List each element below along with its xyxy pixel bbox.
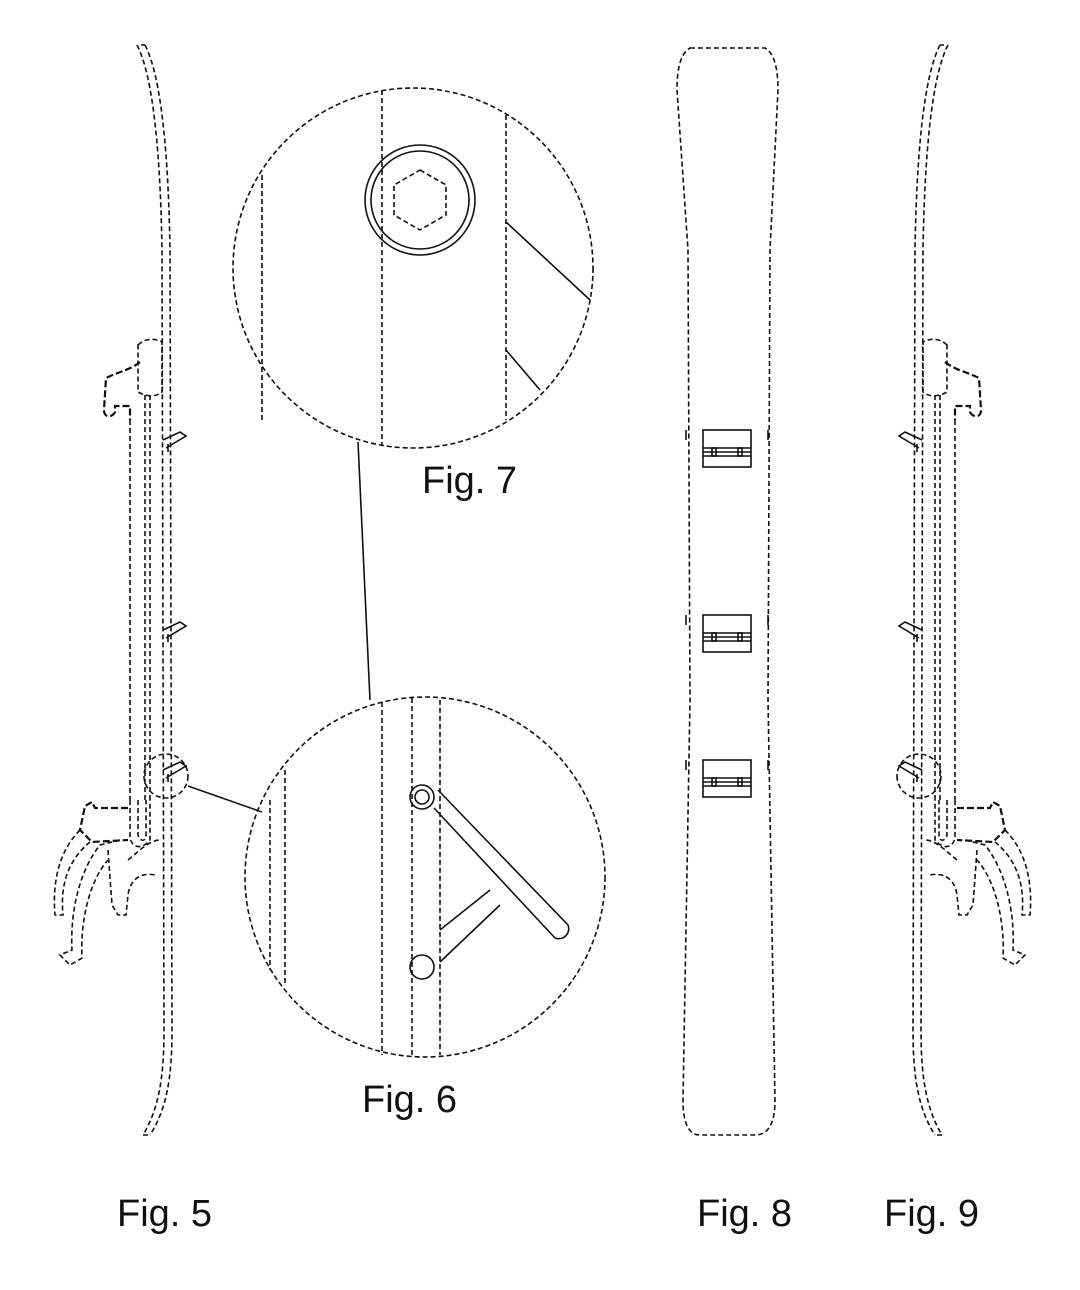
fig9-side-view	[897, 45, 1031, 1135]
fig8-label: Fig. 8	[697, 1193, 792, 1235]
fig7-detail	[232, 87, 594, 449]
fig9-label: Fig. 9	[884, 1193, 979, 1235]
fig7-label: Fig. 7	[422, 460, 517, 502]
fig6-leader	[187, 785, 263, 813]
fig5-side-view	[54, 45, 188, 1135]
fig5-label: Fig. 5	[117, 1193, 212, 1235]
fig6-detail	[244, 696, 606, 1058]
fig6-label: Fig. 6	[362, 1079, 457, 1121]
fig7-leader	[357, 441, 371, 701]
fig8-top-view	[676, 47, 779, 1136]
